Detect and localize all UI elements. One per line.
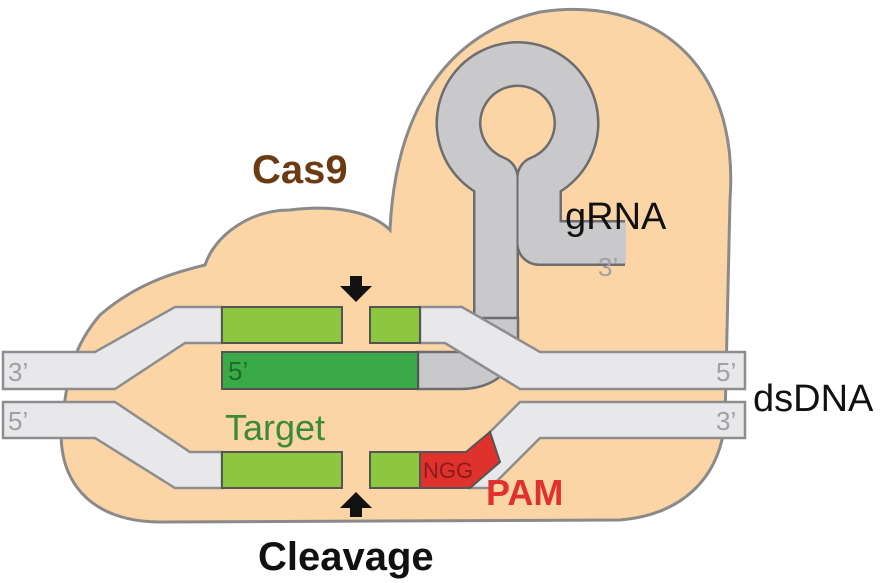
grna-3-end-label: 3’: [598, 252, 618, 282]
bottom-strand-left-end: 5’: [8, 406, 28, 436]
dna-top-strand-right: [418, 305, 747, 391]
pam-sequence-label: NGG: [423, 458, 473, 483]
arrow-up-icon: [340, 492, 372, 517]
arrow-down-icon: [340, 276, 372, 302]
top-strand-left-end: 3’: [8, 357, 28, 387]
pam-label: PAM: [486, 472, 563, 513]
cas9-label: Cas9: [252, 148, 348, 192]
pam-segment: [419, 430, 502, 489]
target-segment-bottom-right: [369, 451, 421, 489]
target-segment-top-right: [369, 306, 421, 344]
dna-bottom-strand-right: [468, 400, 747, 490]
grna-hairpin-fill: [438, 43, 626, 337]
cleavage-label: Cleavage: [258, 535, 434, 579]
target-segment-bottom-left: [221, 451, 343, 489]
grna-target-5-end: 5’: [228, 356, 248, 386]
grna-target-segment: [221, 351, 419, 390]
target-segment-top-left: [221, 306, 343, 344]
bottom-strand-right-end: 3’: [716, 406, 736, 436]
target-label: Target: [225, 407, 325, 448]
top-strand-right-end: 5’: [716, 357, 736, 387]
dsdna-label: dsDNA: [753, 378, 874, 420]
grna-label: gRNA: [565, 196, 667, 238]
